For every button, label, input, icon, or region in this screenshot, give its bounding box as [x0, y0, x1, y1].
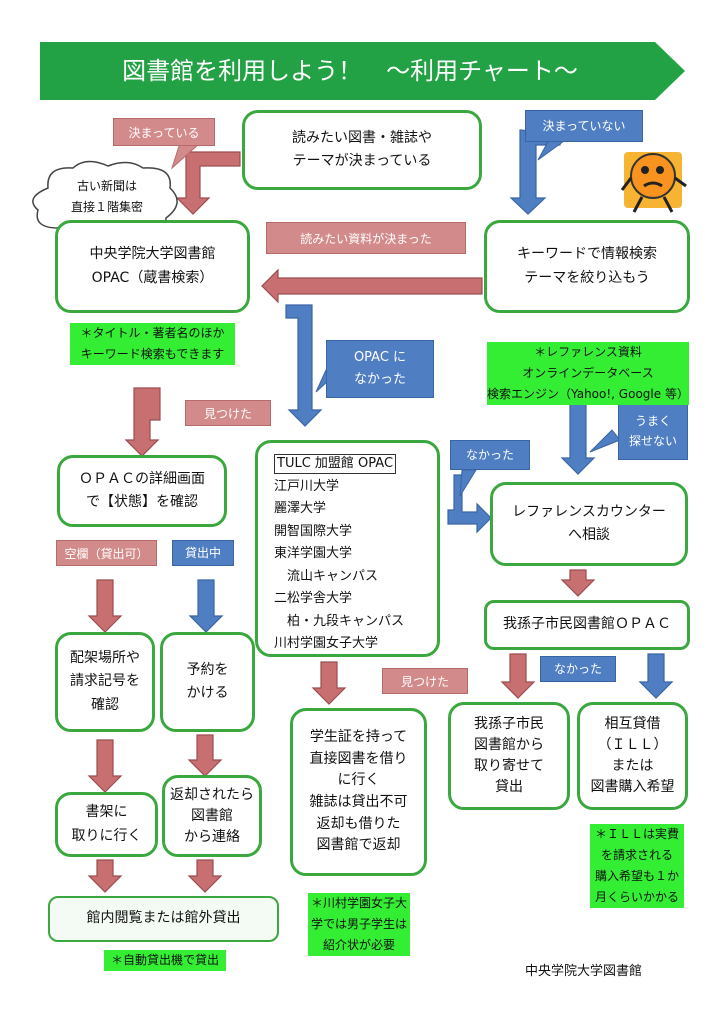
- reference-counter-box: レファレンスカウンター へ相談: [490, 482, 688, 566]
- arrow-final-left: [87, 859, 123, 893]
- start-box: 読みたい図書・雑誌や テーマが決まっている: [242, 110, 482, 190]
- arrow-reserve: [187, 734, 223, 777]
- tulc-item: 開智国際大学: [274, 523, 353, 539]
- keyword-search-box: キーワードで情報検索 テーマを絞り込もう: [484, 220, 690, 313]
- note-opac-tip: ＊タイトル・著者名のほか キーワード検索もできます: [70, 323, 235, 365]
- arrow-not-found-well: [560, 397, 596, 475]
- tulc-heading: TULC 加盟館 OPAC: [274, 454, 397, 474]
- arrow-decided: [175, 151, 241, 215]
- label-found-1: 見つけた: [185, 400, 271, 426]
- footer-library-name: 中央学院大学図書館: [525, 964, 643, 979]
- tail-not-found: [459, 469, 477, 497]
- label-not-found-2: なかった: [540, 656, 616, 682]
- ill-box: 相互貸借 （ＩＬＬ） または 図書購入希望: [577, 702, 688, 810]
- final-box: 館内閲覧または館外貸出: [48, 896, 279, 942]
- note-kawamura-tip: ＊川村学園女子大 学では男子学生は 紹介状が必要: [308, 893, 410, 956]
- note-auto-tip: ＊自動貸出機で貸出: [104, 950, 226, 971]
- arrow-found-1: [124, 387, 161, 457]
- label-not-found-well: うまく 探せない: [618, 402, 688, 460]
- opac-box: 中央学院大学図書館 OPAC（蔵書検索）: [55, 220, 250, 313]
- label-not-in-opac: OPAC に なかった: [326, 340, 434, 398]
- tulc-opac-box: TULC 加盟館 OPAC 江戸川大学 麗澤大学 開智国際大学 東洋学園大学 流…: [255, 440, 440, 657]
- opac-detail-box: ＯＰＡＣの詳細画面 で【状態】を確認: [57, 455, 227, 527]
- tulc-item: 川村学園女子大学: [274, 636, 379, 651]
- title-banner: 図書館を利用しよう！ ～利用チャート～: [40, 42, 685, 100]
- tulc-item: 流山キャンパス: [274, 568, 379, 584]
- note-reference-text: ＊レファレンス資料 オンラインデータベース 検索エンジン（Yahoo!, Goo…: [487, 342, 689, 405]
- note-ill-tip: ＊ＩＬＬは実費 を請求される 購入希望も１か 月くらいかかる: [590, 824, 684, 908]
- note-reference-tip: ＊レファレンス資料 オンラインデータベース 検索エンジン（Yahoo!, Goo…: [478, 321, 698, 405]
- cloud-note: 古い新聞は 直接１階集密: [70, 179, 143, 214]
- reserve-box: 予約を かける: [160, 632, 255, 732]
- arrow-abiko: [500, 653, 536, 699]
- tulc-item: 江戸川大学: [274, 478, 340, 494]
- arrow-shelf: [87, 739, 123, 793]
- arrow-on-loan: [188, 579, 224, 633]
- label-available: 空欄（貸出可）: [56, 540, 157, 566]
- arrow-not-found-1: [447, 474, 492, 534]
- arrow-reference: [560, 569, 596, 597]
- arrow-not-found-2: [638, 653, 674, 699]
- label-on-loan: 貸出中: [172, 540, 234, 566]
- abiko-opac-box: 我孫子市民図書館ＯＰＡＣ: [484, 600, 690, 650]
- to-shelf-box: 書架に 取りに行く: [55, 792, 158, 857]
- label-material-decided: 読みたい資料が決まった: [266, 222, 466, 254]
- tail-not-found-well: [589, 429, 621, 453]
- tulc-item: 柏・九段キャンパス: [274, 613, 405, 629]
- contact-box: 返却されたら 図書館 から連絡: [162, 775, 262, 857]
- student-id-box: 学生証を持って 直接図書を借り に行く 雑誌は貸出不可 返却も借りた 図書館で返…: [290, 708, 427, 876]
- tulc-item: 麗澤大学: [274, 501, 327, 516]
- label-not-decided: 決まっていない: [525, 110, 643, 142]
- arrow-material-decided: [261, 268, 483, 304]
- shelf-location-box: 配架場所や 請求記号を 確認: [55, 632, 155, 732]
- tulc-item: 東洋学園大学: [274, 546, 353, 561]
- abiko-order-box: 我孫子市民 図書館から 取り寄せて 貸出: [448, 702, 570, 810]
- tulc-item: 二松学舎大学: [274, 591, 353, 606]
- banner-arrow-shape: [40, 42, 685, 100]
- arrow-available: [87, 579, 123, 633]
- page-title: 図書館を利用しよう！ ～利用チャート～: [122, 57, 578, 85]
- arrow-found-2: [311, 661, 347, 705]
- character-icon: [620, 152, 687, 213]
- label-found-2: 見つけた: [382, 668, 468, 694]
- label-not-found-1: なかった: [450, 440, 530, 470]
- arrow-final-right: [187, 859, 223, 893]
- label-decided: 決まっている: [113, 118, 215, 146]
- arrow-not-in-opac: [285, 304, 323, 427]
